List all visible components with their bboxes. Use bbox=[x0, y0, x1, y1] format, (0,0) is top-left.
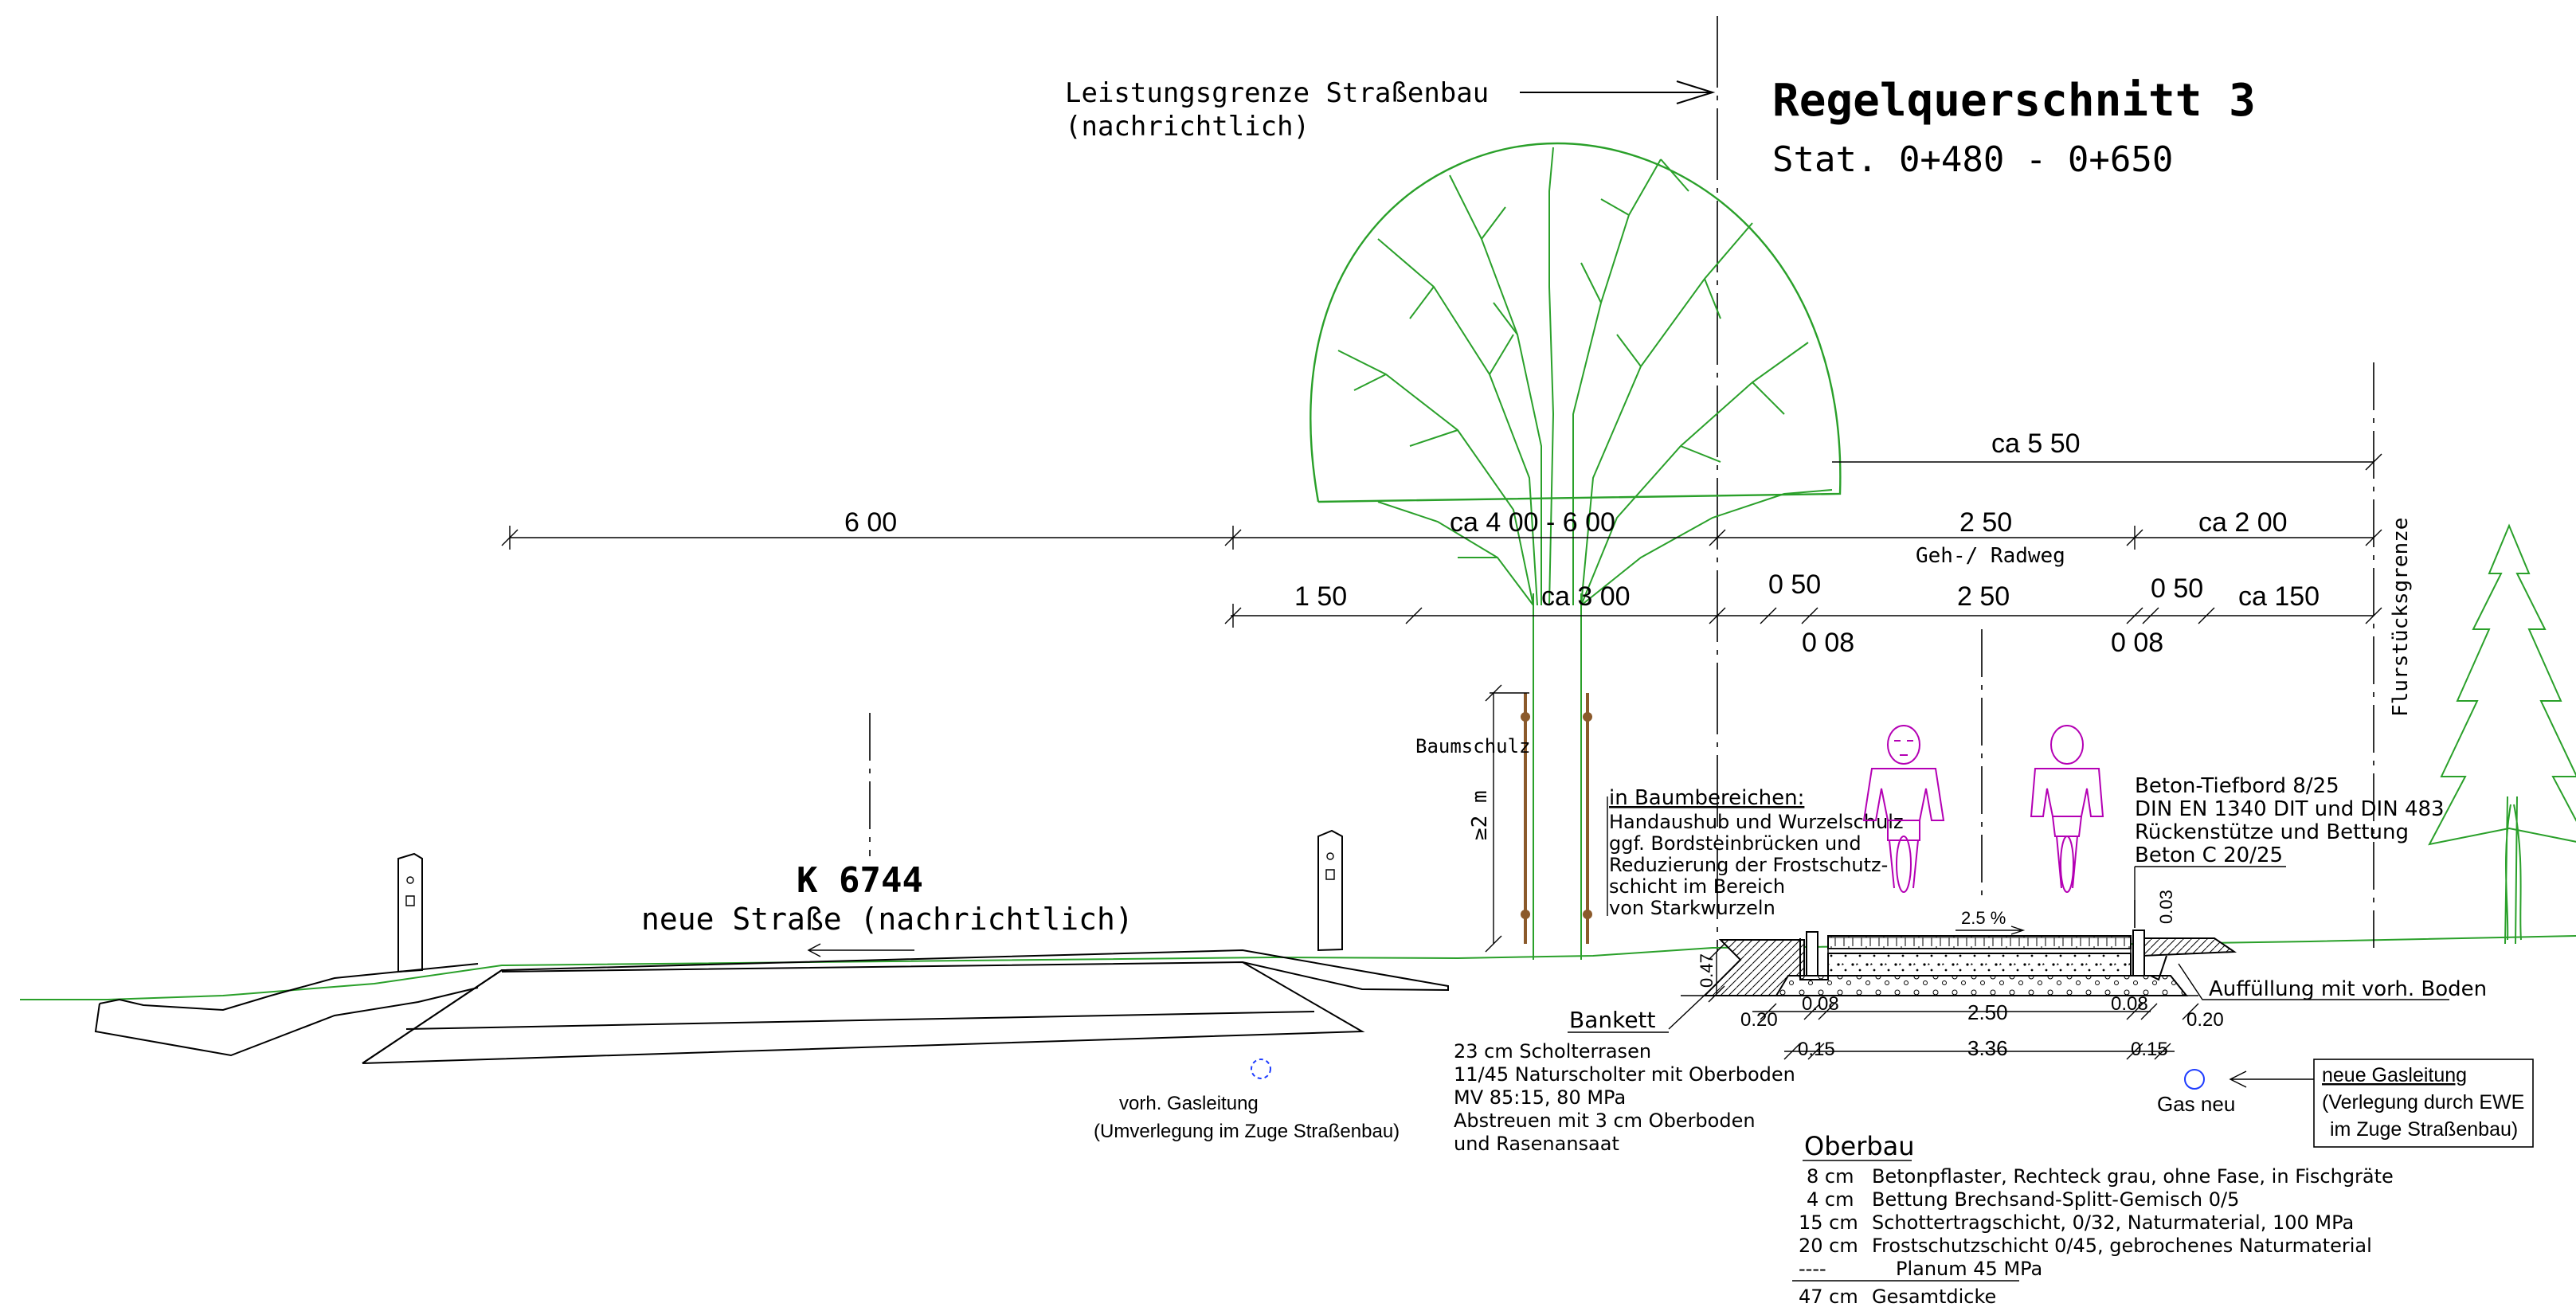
dim-6-00: 6 00 bbox=[844, 507, 897, 538]
dim-ca-5-50: ca 5 50 bbox=[1991, 429, 2081, 459]
road-subtitle: neue Straße (nachrichtlich) bbox=[641, 902, 1133, 937]
dimension-row-top bbox=[1832, 362, 2382, 948]
oberbau-thickness: ---- bbox=[1799, 1258, 1826, 1280]
dim-0-08-left: 0 08 bbox=[1802, 628, 1854, 658]
oberbau-heading: Oberbau bbox=[1804, 1131, 1915, 1161]
dim-0-50-right: 0 50 bbox=[2151, 573, 2203, 604]
bankett-line-5: und Rasenansaat bbox=[1454, 1133, 1619, 1155]
oberbau-layers: 8 cm Betonpflaster, Rechteck grau, ohne … bbox=[1792, 1165, 2394, 1308]
leistungsgrenze-note: (nachrichtlich) bbox=[1065, 111, 1310, 143]
dim-s-0-15-right: 0.15 bbox=[2131, 1039, 2168, 1060]
tiefbord-line-4: Beton C 20/25 bbox=[2135, 843, 2283, 867]
oberbau-thickness: 4 cm bbox=[1807, 1188, 1854, 1211]
dim-ca-3-00: ca 3 00 bbox=[1541, 581, 1631, 612]
gas-new-box-line-1: neue Gasleitung bbox=[2322, 1064, 2467, 1086]
oberbau-total-text: Gesamtdicke bbox=[1872, 1286, 1996, 1308]
bankett-line-3: MV 85:15, 80 MPa bbox=[1454, 1086, 1626, 1109]
tiefbord-line-1: Beton-Tiefbord 8/25 bbox=[2135, 774, 2339, 798]
road-name: K 6744 bbox=[797, 860, 923, 901]
oberbau-text: Planum 45 MPa bbox=[1896, 1258, 2042, 1280]
slope-label: 2.5 % bbox=[1961, 908, 2006, 928]
tiefbord-line-3: Rückenstütze und Bettung bbox=[2135, 820, 2409, 844]
tree-height-label: ≥2 m bbox=[1468, 790, 1492, 840]
dim-s-0-08-right: 0.08 bbox=[2111, 993, 2148, 1015]
oberbau-text: Schottertragschicht, 0/32, Naturmaterial… bbox=[1872, 1211, 2354, 1234]
bankett-line-2: 11/45 Naturscholter mit Oberboden bbox=[1454, 1063, 1795, 1086]
dim-0-47: 0.47 bbox=[1697, 953, 1717, 988]
geh-radweg-label: Geh-/ Radweg bbox=[1916, 544, 2065, 568]
oberbau-thickness: 15 cm bbox=[1799, 1211, 1858, 1234]
gas-new-box-line-3: im Zuge Straßenbau) bbox=[2330, 1118, 2518, 1141]
dim-0-08-right: 0 08 bbox=[2111, 628, 2163, 658]
oberbau-text: Frostschutzschicht 0/45, gebrochenes Nat… bbox=[1872, 1235, 2372, 1257]
dim-2-50-mid: 2 50 bbox=[1957, 581, 2010, 612]
dim-s-0-03: 0.03 bbox=[2156, 890, 2176, 924]
page-title: Regelquerschnitt 3 bbox=[1772, 75, 2256, 127]
gas-pipe-new-icon bbox=[2184, 1069, 2205, 1090]
dim-s-3-36: 3.36 bbox=[1967, 1036, 2008, 1060]
dim-ca-150: ca 150 bbox=[2238, 581, 2320, 612]
baumbereich-line-5: von Starkwurzeln bbox=[1609, 897, 1775, 919]
oberbau-text: Betonpflaster, Rechteck grau, ohne Fase,… bbox=[1872, 1165, 2394, 1188]
gas-old-label: vorh. Gasleitung bbox=[1119, 1093, 1259, 1114]
dim-s-0-20-left: 0.20 bbox=[1740, 1009, 1778, 1031]
delineator-post-icon bbox=[397, 852, 423, 973]
baumbereich-line-3: Reduzierung der Frostschutz- bbox=[1609, 854, 1888, 876]
gas-old-note: (Umverlegung im Zuge Straßenbau) bbox=[1094, 1121, 1400, 1142]
baumbereich-line-4: schicht im Bereich bbox=[1609, 875, 1785, 898]
dim-1-50: 1 50 bbox=[1294, 581, 1347, 612]
dim-0-50-left: 0 50 bbox=[1768, 569, 1821, 600]
gas-new-box bbox=[2313, 1059, 2534, 1148]
conifer-tree-icon bbox=[2428, 523, 2576, 945]
station-range: Stat. 0+480 - 0+650 bbox=[1772, 139, 2173, 180]
baumbereich-line-1: Handaushub und Wurzelschulz bbox=[1609, 811, 1904, 833]
gas-new-label: Gas neu bbox=[2157, 1092, 2235, 1116]
cyclist-front-icon bbox=[1862, 725, 1945, 893]
oberbau-total-thickness: 47 cm bbox=[1799, 1286, 1858, 1308]
baumbereich-line-2: ggf. Bordsteinbrücken und bbox=[1609, 832, 1862, 855]
tiefbord-line-2: DIN EN 1340 DIT und DIN 483 bbox=[2135, 797, 2445, 821]
tree-icon bbox=[1310, 142, 1842, 960]
delineator-post-icon bbox=[1317, 829, 1343, 952]
bankett-line-1: 23 cm Scholterrasen bbox=[1454, 1040, 1651, 1063]
bankett-line-4: Abstreuen mit 3 cm Oberboden bbox=[1454, 1110, 1756, 1132]
leistungsgrenze-label: Leistungsgrenze Straßenbau bbox=[1065, 77, 1489, 109]
oberbau-thickness: 20 cm bbox=[1799, 1235, 1858, 1257]
gas-pipe-old-icon bbox=[1251, 1059, 1271, 1079]
oberbau-thickness: 8 cm bbox=[1807, 1165, 1854, 1188]
dim-s-0-15-left: 0.15 bbox=[1798, 1039, 1835, 1060]
oberbau-text: Bettung Brechsand-Splitt-Gemisch 0/5 bbox=[1872, 1188, 2239, 1211]
baumschutz-label: Baumschulz bbox=[1415, 735, 1531, 757]
dim-s-2-50: 2.50 bbox=[1967, 1000, 2008, 1024]
baumbereich-heading: in Baumbereichen: bbox=[1609, 786, 1804, 810]
dimension-row-2 bbox=[1224, 604, 2382, 628]
leistungsgrenze-arrow bbox=[1520, 80, 1716, 104]
auffuellung-label: Auffüllung mit vorh. Boden bbox=[2209, 977, 2487, 1001]
dim-s-0-08-left: 0.08 bbox=[1802, 993, 1839, 1015]
dim-2-50-top: 2 50 bbox=[1959, 507, 2012, 538]
bankett-heading: Bankett bbox=[1569, 1007, 1656, 1033]
flurstueck-label: Flurstücksgrenze bbox=[2389, 518, 2413, 717]
path-cross-section bbox=[1681, 930, 2237, 996]
dim-ca-4-6: ca 4 00 - 6 00 bbox=[1450, 507, 1615, 538]
tree-protection-posts bbox=[1485, 684, 1592, 953]
dim-ca-2-00: ca 2 00 bbox=[2198, 507, 2288, 538]
dim-s-0-20-right: 0.20 bbox=[2186, 1009, 2224, 1031]
cyclist-back-icon bbox=[2030, 725, 2104, 893]
road-section bbox=[94, 713, 1449, 1064]
dimension-row-1 bbox=[501, 526, 2382, 550]
gas-new-box-line-2: (Verlegung durch EWE bbox=[2322, 1091, 2524, 1113]
